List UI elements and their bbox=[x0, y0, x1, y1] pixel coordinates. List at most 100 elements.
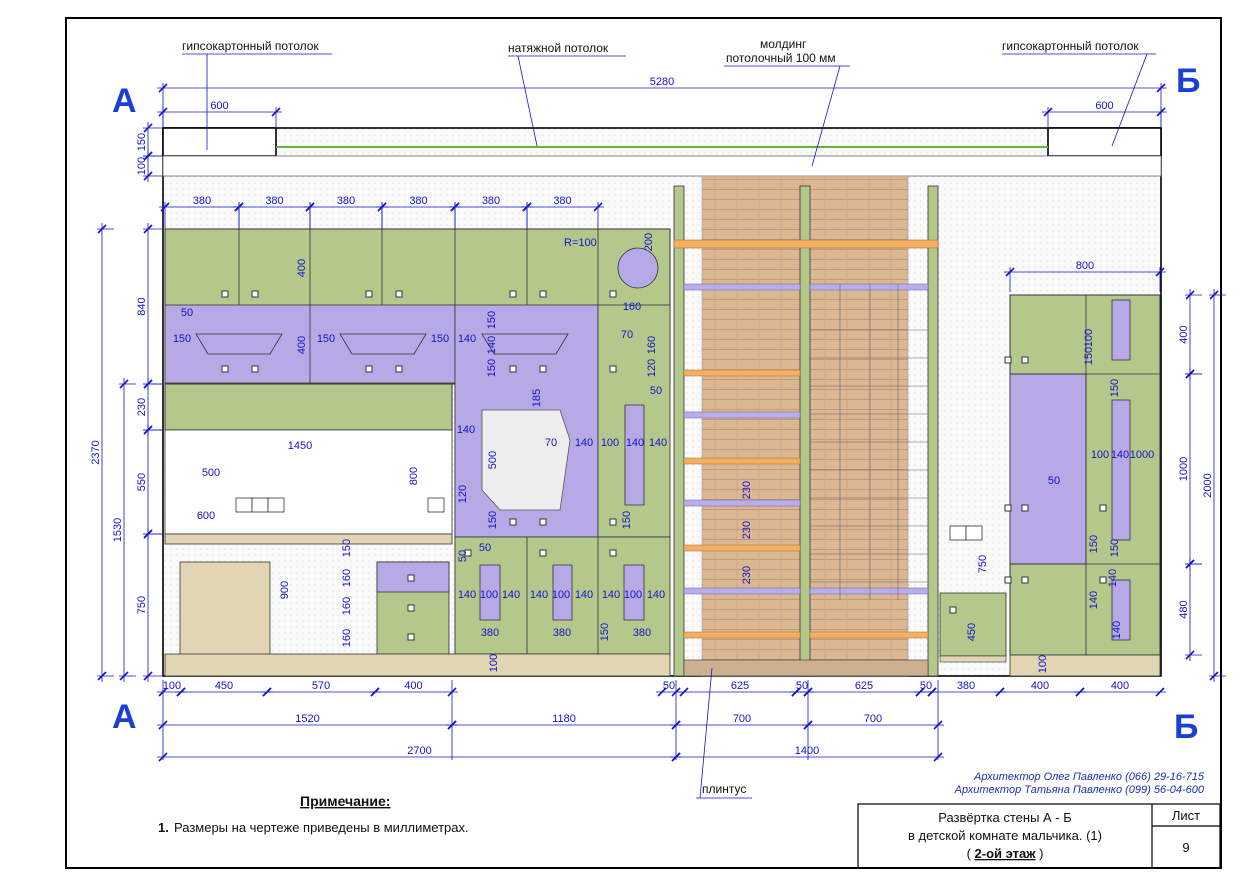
cabinet-handle bbox=[251, 290, 259, 298]
dim-inner-62: 140 bbox=[1111, 449, 1129, 461]
note-title: Примечание: bbox=[300, 793, 390, 809]
gypsum-ceiling-right bbox=[1047, 127, 1162, 157]
dim-inner-60: 140 bbox=[1107, 569, 1119, 587]
dim-cabinet-2: 380 bbox=[265, 195, 283, 207]
plinth-left bbox=[164, 653, 671, 677]
cabinet-handle bbox=[609, 365, 617, 373]
dim-inner-43: 140 bbox=[575, 589, 593, 601]
title-line-3: ( 2-ой этаж ) bbox=[967, 846, 1044, 861]
cabinet-handle bbox=[221, 365, 229, 373]
dim-inner-33: 160 bbox=[341, 569, 353, 587]
title-line-1: Развёртка стены А - Б bbox=[938, 810, 1072, 825]
section-a-top: А bbox=[112, 82, 137, 120]
cabinet-handle bbox=[407, 574, 415, 582]
dim-inner-21: 140 bbox=[626, 437, 644, 449]
dim-inner-4: 150 bbox=[173, 333, 191, 345]
dim-inner-3: 50 bbox=[181, 307, 193, 319]
dim-inner-20: 100 bbox=[601, 437, 619, 449]
dim-inner-27: 150 bbox=[621, 511, 633, 529]
dim-inner-8: 150 bbox=[486, 311, 498, 329]
dim-bottom1-1: 100 bbox=[163, 680, 181, 692]
cabinet-handle bbox=[609, 518, 617, 526]
dim-inner-14: 120 bbox=[646, 359, 658, 377]
dim-inner-15: 200 bbox=[643, 233, 655, 251]
dim-right-2000: 2000 bbox=[1202, 473, 1214, 497]
dim-inner-38: 140 bbox=[458, 589, 476, 601]
cabinet-handle bbox=[539, 365, 547, 373]
plinth-right bbox=[1009, 654, 1161, 677]
dim-inner-68: 750 bbox=[977, 555, 989, 573]
dim-inner-69: 450 bbox=[966, 623, 978, 641]
cabinet-handle bbox=[1021, 504, 1029, 512]
dim-inner-37: 50 bbox=[479, 542, 491, 554]
dim-inner-50: 380 bbox=[633, 627, 651, 639]
dim-inner-65: 150 bbox=[1088, 535, 1100, 553]
dim-left-2370: 2370 bbox=[90, 440, 102, 464]
dim-cabinet-5: 380 bbox=[482, 195, 500, 207]
nightstand-base bbox=[939, 655, 1007, 663]
cabinet-handle bbox=[949, 606, 957, 614]
dim-gypsum-left-width: 600 bbox=[210, 100, 228, 112]
label-plinth: плинтус bbox=[702, 782, 746, 796]
label-stretch-ceiling: натяжной потолок bbox=[508, 41, 609, 55]
label-gypsum-left: гипсокартонный потолок bbox=[182, 39, 319, 53]
dim-inner-63: 1000 bbox=[1130, 449, 1154, 461]
dim-inner-41: 140 bbox=[530, 589, 548, 601]
dim-left-840: 840 bbox=[136, 297, 148, 315]
dim-inner-7: 140 bbox=[458, 333, 476, 345]
dim-bottom1-8: 625 bbox=[855, 680, 873, 692]
dim-bottom1-6: 625 bbox=[731, 680, 749, 692]
dim-inner-52: 230 bbox=[741, 481, 753, 499]
dim-inner-58: 150 bbox=[1109, 379, 1121, 397]
dim-inner-35: 160 bbox=[341, 629, 353, 647]
dim-inner-32: 150 bbox=[341, 539, 353, 557]
dim-bottom2-2: 1180 bbox=[552, 713, 576, 725]
cabinet-handle bbox=[221, 290, 229, 298]
section-a-bottom: А bbox=[112, 698, 137, 736]
dim-inner-55: 900 bbox=[279, 581, 291, 599]
dim-inner-19: 140 bbox=[575, 437, 593, 449]
nightstand bbox=[939, 592, 1007, 657]
label-molding: молдинг bbox=[760, 37, 807, 51]
author-1: Архитектор Олег Павленко (066) 29-16-715 bbox=[973, 771, 1205, 783]
dim-inner-56: 100 bbox=[1083, 329, 1095, 347]
dim-inner-18: 70 bbox=[545, 437, 557, 449]
round-opening bbox=[617, 247, 659, 289]
dim-inner-2: 400 bbox=[296, 336, 308, 354]
sheet-number: 9 bbox=[1182, 840, 1189, 855]
cabinet-handle bbox=[1021, 576, 1029, 584]
dim-inner-6: 150 bbox=[431, 333, 449, 345]
dim-inner-17: 140 bbox=[457, 424, 475, 436]
dim-inner-36: 50 bbox=[457, 550, 469, 562]
dim-inner-25: 120 bbox=[457, 485, 469, 503]
label-molding-size: потолочный 100 мм bbox=[726, 51, 836, 65]
dim-left-750: 750 bbox=[136, 596, 148, 614]
dim-cabinet-1: 380 bbox=[193, 195, 211, 207]
cabinet-handle bbox=[1004, 504, 1012, 512]
cabinet-handle bbox=[1004, 356, 1012, 364]
dim-inner-67: 140 bbox=[1111, 621, 1123, 639]
dim-bottom1-9: 50 bbox=[920, 680, 932, 692]
dim-inner-59: 150 bbox=[1109, 539, 1121, 557]
dim-bottom1-11: 400 bbox=[1031, 680, 1049, 692]
radius-label: R=100 bbox=[564, 237, 597, 249]
dim-inner-42: 100 bbox=[552, 589, 570, 601]
dim-bottom1-7: 50 bbox=[796, 680, 808, 692]
dim-bottom3-1: 2700 bbox=[407, 745, 431, 757]
sheet-label: Лист bbox=[1172, 808, 1200, 823]
dim-inner-1: 400 bbox=[296, 259, 308, 277]
dim-inner-16: 185 bbox=[531, 389, 543, 407]
cabinet-handle bbox=[1099, 504, 1107, 512]
mirror bbox=[481, 409, 571, 511]
dim-bottom1-2: 450 bbox=[215, 680, 233, 692]
author-2: Архитектор Татьяна Павленко (099) 56-04-… bbox=[954, 784, 1205, 796]
dim-right-1000: 1000 bbox=[1178, 457, 1190, 481]
dim-inner-70: 100 bbox=[1037, 655, 1049, 673]
dim-bottom1-5: 50 bbox=[663, 680, 675, 692]
desk-top bbox=[164, 429, 453, 535]
dim-inner-48: 380 bbox=[553, 627, 571, 639]
sheet-frame bbox=[65, 17, 1222, 869]
note-text: Размеры на чертеже приведены в миллиметр… bbox=[174, 820, 469, 835]
